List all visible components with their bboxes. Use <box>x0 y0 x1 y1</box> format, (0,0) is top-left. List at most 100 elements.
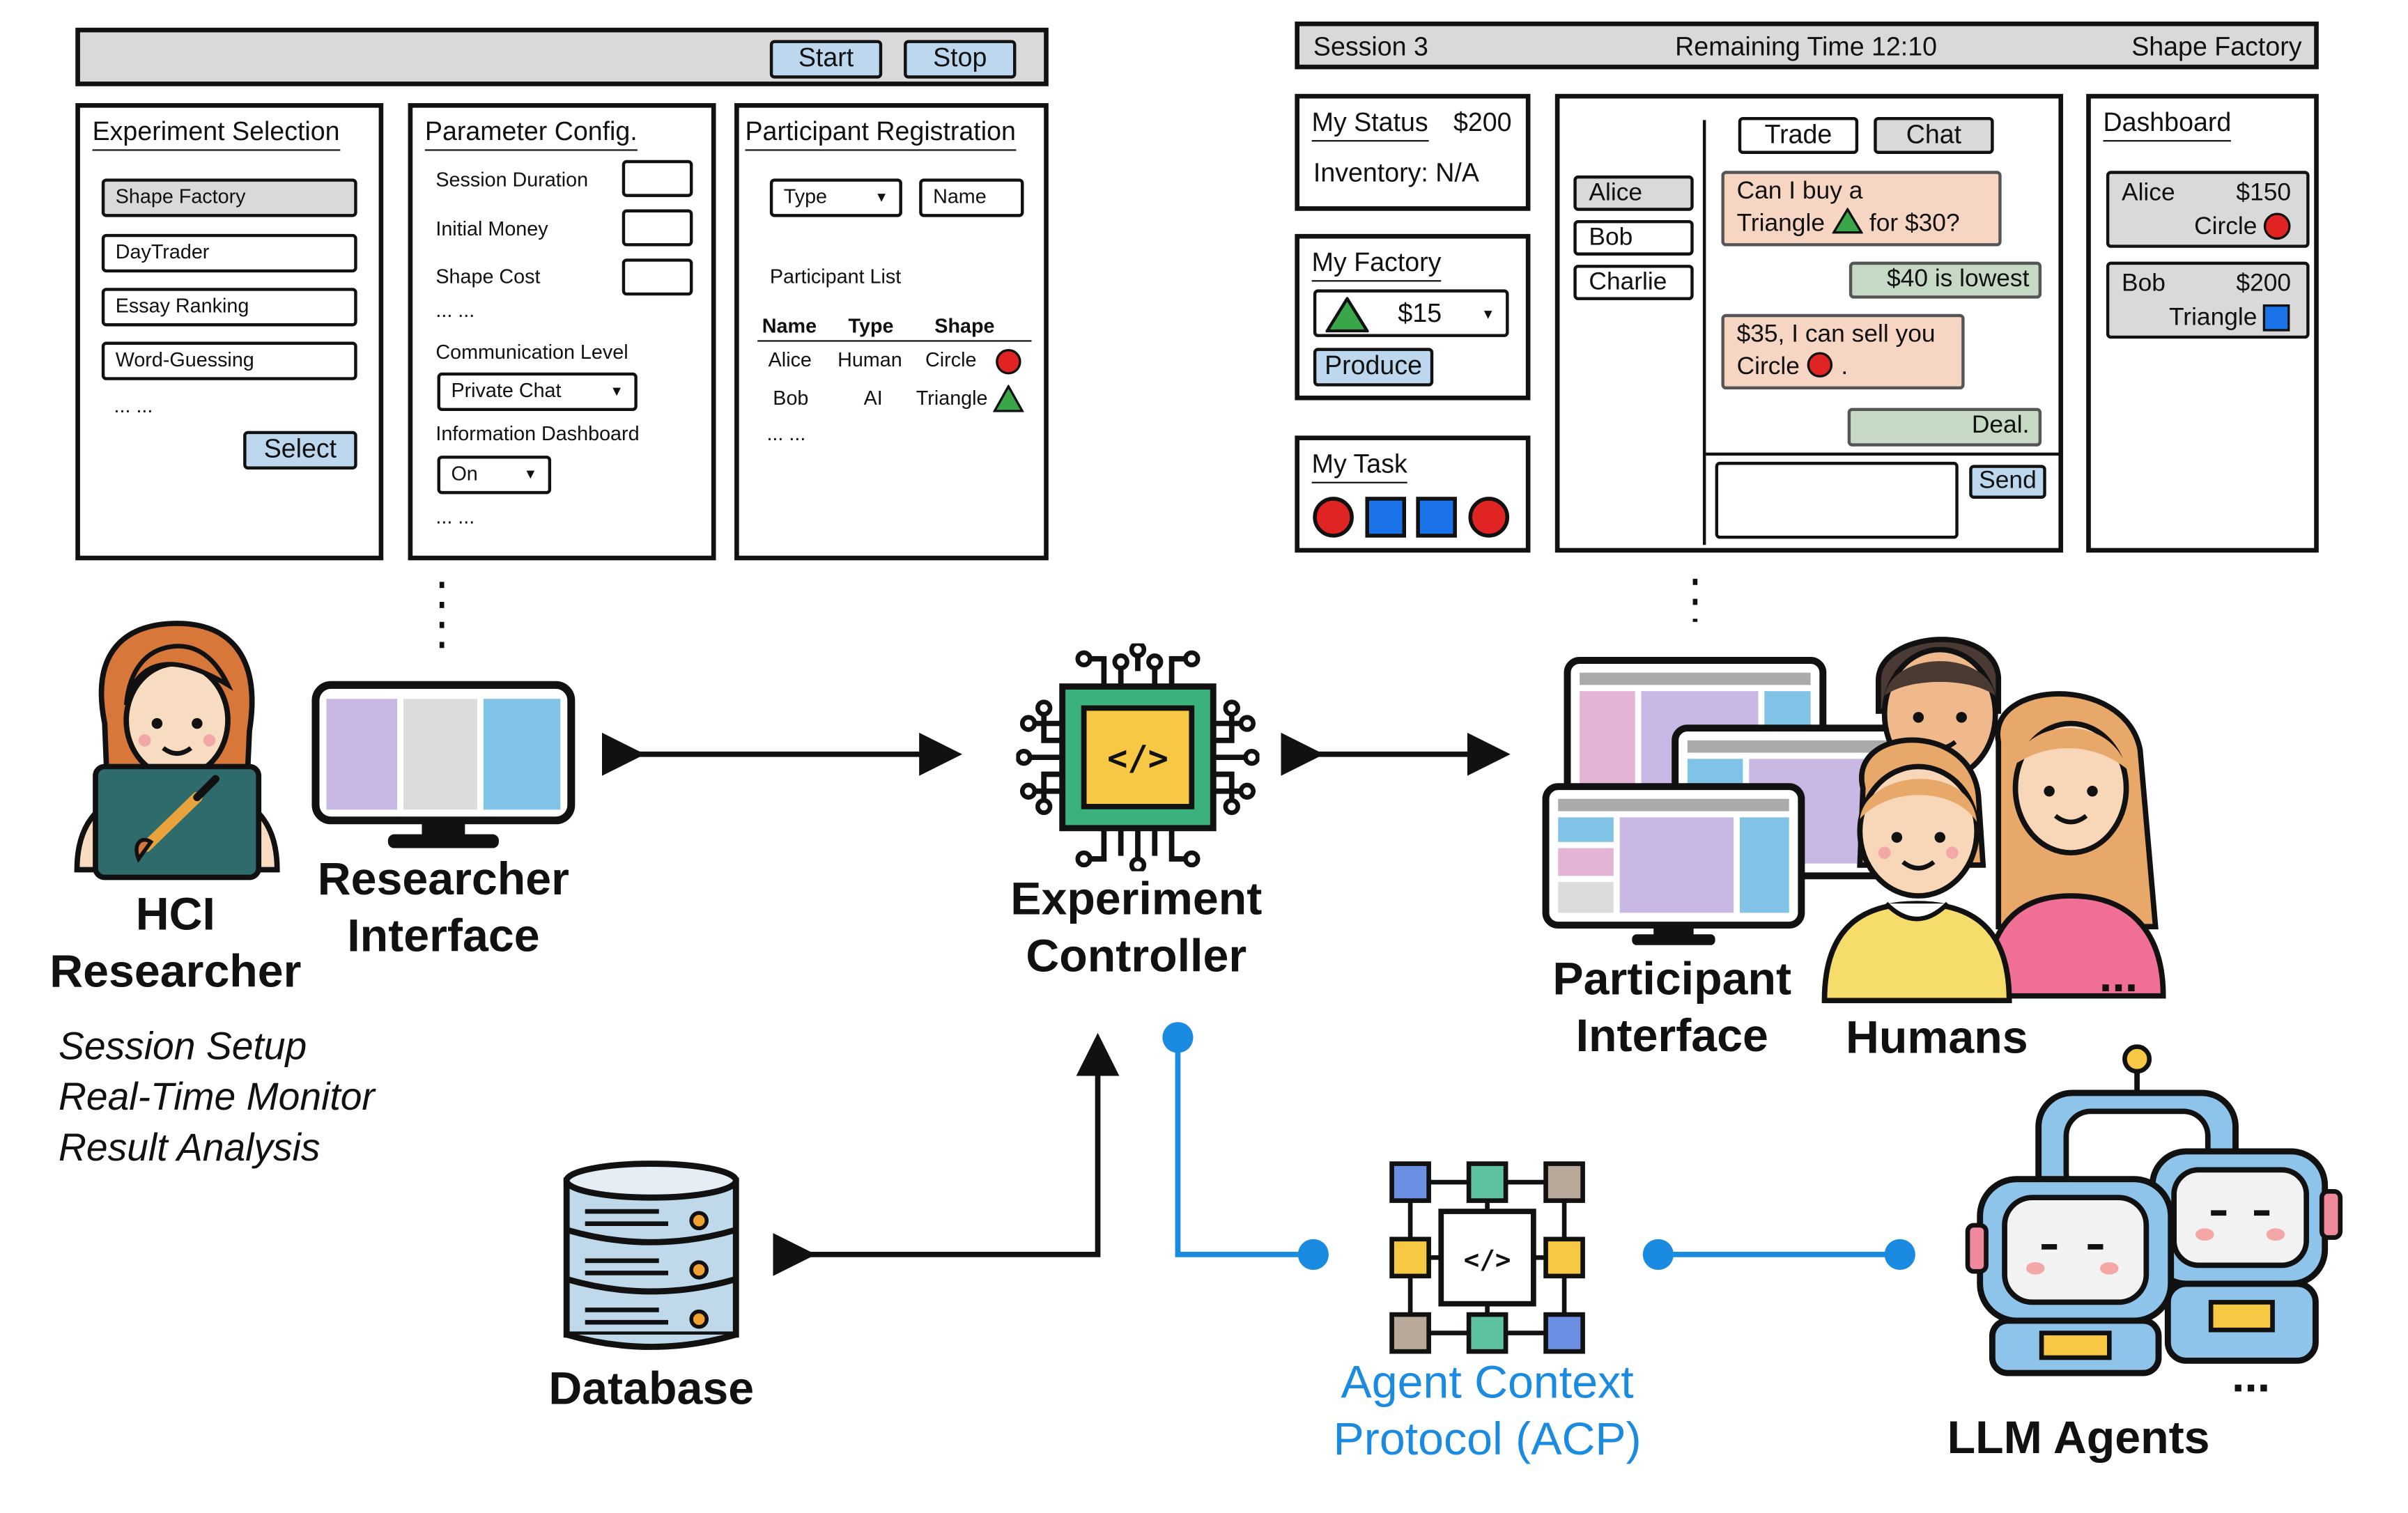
communication-level-select[interactable]: Private Chat ▼ <box>437 372 638 411</box>
card-name: Bob <box>2121 270 2166 297</box>
label-line: Researcher <box>49 946 302 998</box>
tab-chat[interactable]: Chat <box>1874 116 1994 154</box>
parameter-config-panel: Parameter Config. Session Duration Initi… <box>408 103 716 561</box>
panel-title: My Factory <box>1311 248 1442 282</box>
label-line: Agent Context <box>1341 1357 1634 1409</box>
svg-text:</>: </> <box>1464 1244 1511 1275</box>
experiment-option[interactable]: Word-Guessing <box>101 341 357 380</box>
panel-title: My Task <box>1311 449 1407 483</box>
task-shapes <box>1313 497 1510 538</box>
chat-vertical-divider <box>1702 120 1706 545</box>
my-factory-panel: My Factory $15 ▼ Produce <box>1295 233 1531 401</box>
message-text: Circle <box>1736 354 1800 380</box>
chat-message-input[interactable] <box>1715 461 1959 539</box>
select-value: Private Chat <box>451 378 562 402</box>
label-line: Participant <box>1552 954 1792 1005</box>
factory-shape-select[interactable]: $15 ▼ <box>1313 289 1509 337</box>
dropdown-caret-icon: ▼ <box>874 189 889 205</box>
card-money: $150 <box>2236 180 2292 207</box>
participant-ui-topbar: Session 3 Remaining Time 12:10 Shape Fac… <box>1295 21 2319 70</box>
database-label: Database <box>548 1363 755 1415</box>
participant-registration-panel: Participant Registration Type ▼ Name Par… <box>734 103 1049 561</box>
ellipsis: ... ... <box>766 421 806 445</box>
dashboard-card-bob: Bob $200 Triangle <box>2106 261 2310 339</box>
panel-title: Experiment Selection <box>92 117 340 151</box>
param-label: Information Dashboard <box>435 421 640 445</box>
param-label: Session Duration <box>435 167 589 192</box>
participant-name-input[interactable]: Name <box>919 178 1024 217</box>
dropdown-caret-icon: ▼ <box>523 466 538 482</box>
tab-trade[interactable]: Trade <box>1738 116 1859 154</box>
contact-alice[interactable]: Alice <box>1573 175 1694 211</box>
robot-front <box>1965 1176 2175 1376</box>
monitor-front <box>1542 783 1805 945</box>
message-line: Triangle for $30? <box>1737 207 1986 240</box>
label-line: HCI <box>135 890 215 941</box>
send-button[interactable]: Send <box>1969 465 2046 499</box>
ellipsis: ... ... <box>114 394 153 417</box>
llm-agents-ellipsis: ... <box>2231 1351 2271 1403</box>
link-endpoint <box>1162 1022 1194 1053</box>
experiment-option[interactable]: DayTrader <box>101 233 357 273</box>
experiment-option[interactable]: Shape Factory <box>101 178 357 217</box>
table-cell: Circle <box>925 348 977 371</box>
my-status-panel: My Status $200 Inventory: N/A <box>1295 93 1531 211</box>
trade-chat-panel: Trade Chat Alice Bob Charlie Can I buy a… <box>1554 93 2064 553</box>
initial-money-input[interactable] <box>622 209 693 247</box>
green-triangle-icon <box>1325 297 1369 333</box>
database-icon <box>563 1161 739 1350</box>
label-line: Protocol (ACP) <box>1333 1414 1642 1466</box>
red-circle-icon <box>996 349 1021 375</box>
card-shape: Triangle <box>2169 304 2258 332</box>
panel-title: Participant Registration <box>745 117 1016 151</box>
llm-agents-robots-icon <box>1965 1044 2343 1376</box>
humans-label: Humans <box>1846 1012 2028 1064</box>
table-divider <box>757 340 1032 342</box>
link-endpoint <box>1884 1239 1915 1271</box>
participant-interface-label: Participant Interface <box>1518 952 1826 1066</box>
chat-message-outgoing: $40 is lowest <box>1849 261 2042 299</box>
experiment-controller-label: Experiment Controller <box>982 871 1290 986</box>
experiment-option[interactable]: Essay Ranking <box>101 288 357 327</box>
status-money: $200 <box>1453 107 1512 137</box>
woman-person-icon <box>1983 691 2166 999</box>
select-value: On <box>451 461 478 486</box>
table-cell: Alice <box>768 348 812 371</box>
link-endpoint <box>1642 1239 1674 1271</box>
table-cell: Human <box>838 348 902 371</box>
message-text: for $30? <box>1869 210 1960 238</box>
participant-type-select[interactable]: Type ▼ <box>769 178 902 217</box>
card-name: Alice <box>2121 180 2175 207</box>
contact-bob[interactable]: Bob <box>1573 219 1694 256</box>
stop-button[interactable]: Stop <box>904 40 1017 79</box>
column-header: Name <box>762 313 817 337</box>
produce-button[interactable]: Produce <box>1313 348 1434 387</box>
label-line: Controller <box>1026 931 1247 982</box>
role-item: Session Setup <box>58 1025 307 1069</box>
role-item: Result Analysis <box>58 1126 321 1170</box>
select-button[interactable]: Select <box>243 430 357 470</box>
remaining-time: Remaining Time 12:10 <box>1675 32 1938 62</box>
acp-network-icon: </> <box>1389 1161 1585 1354</box>
researcher-person-icon <box>74 621 280 880</box>
database-controller-arrow <box>773 1032 1120 1276</box>
label-line: Interface <box>347 911 540 963</box>
my-task-panel: My Task <box>1295 435 1531 553</box>
researcher-interface-label: Researcher Interface <box>289 851 597 965</box>
table-cell: Triangle <box>916 386 988 410</box>
status-inventory: Inventory: N/A <box>1313 158 1479 188</box>
shape-cost-input[interactable] <box>622 258 693 296</box>
factory-price: $15 <box>1398 298 1442 328</box>
label-line: Interface <box>1575 1011 1768 1062</box>
humans-group-icon <box>1821 637 2166 1004</box>
session-duration-input[interactable] <box>622 160 693 197</box>
information-dashboard-select[interactable]: On ▼ <box>437 456 552 495</box>
start-button[interactable]: Start <box>769 40 883 79</box>
session-label: Session 3 <box>1313 32 1428 62</box>
dashboard-card-alice: Alice $150 Circle <box>2106 171 2310 248</box>
ellipsis: ... ... <box>435 504 475 528</box>
contact-charlie[interactable]: Charlie <box>1573 265 1694 300</box>
table-cell: AI <box>863 386 883 410</box>
blue-square-icon <box>2262 304 2290 332</box>
